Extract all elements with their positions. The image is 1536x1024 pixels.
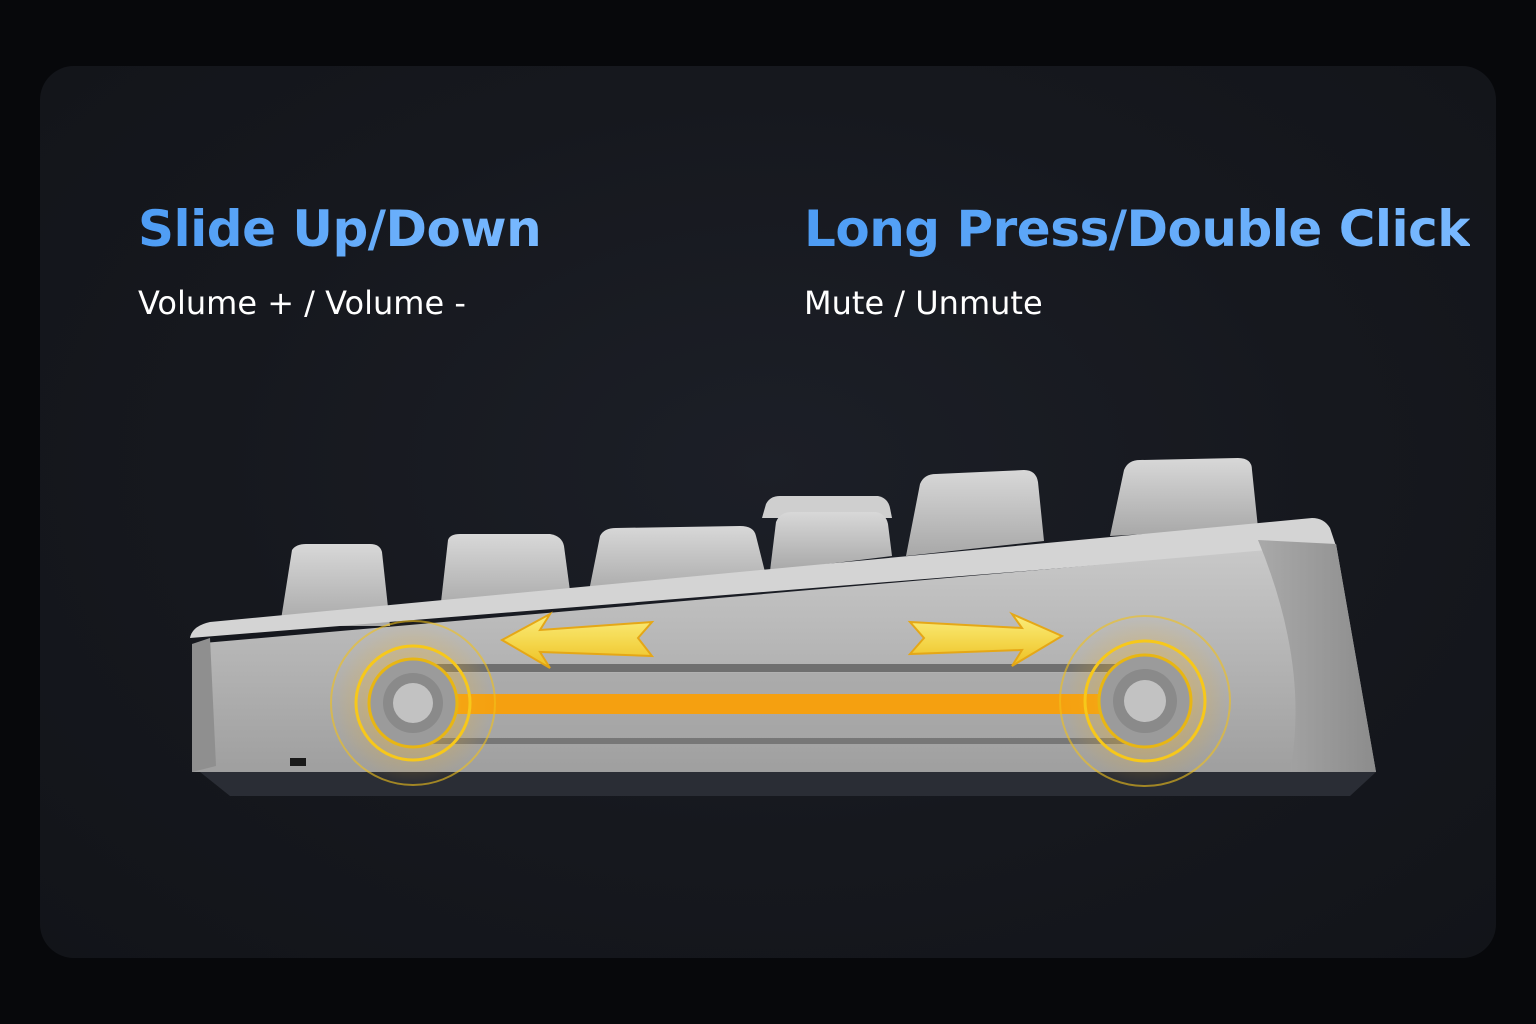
slider-knob-right <box>1059 615 1231 787</box>
right-arrow-icon <box>907 611 1065 667</box>
slide-feature-description: Volume + / Volume - <box>138 284 466 322</box>
volume-slider-track <box>400 664 1160 744</box>
left-arrow-icon <box>499 611 655 669</box>
press-feature-description: Mute / Unmute <box>804 284 1043 322</box>
slide-feature-title: Slide Up/Down <box>138 200 542 258</box>
press-feature-title: Long Press/Double Click <box>804 200 1471 258</box>
keycaps <box>280 458 1258 626</box>
keyboard-side-illustration <box>190 458 1376 796</box>
feature-card: Slide Up/Down Volume + / Volume - Long P… <box>40 66 1496 958</box>
slider-knob-left <box>330 620 496 786</box>
